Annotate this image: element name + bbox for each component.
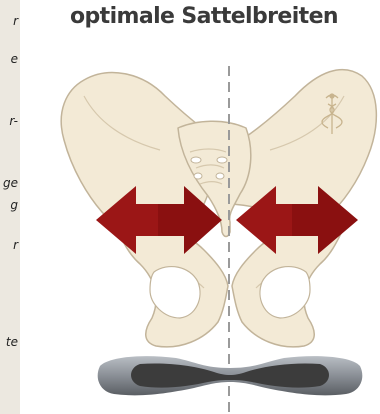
side-text-fragment: te: [6, 335, 18, 349]
side-text-fragment: r-: [9, 114, 18, 128]
side-text-fragment: g: [10, 198, 18, 212]
side-text-fragment: r: [13, 14, 18, 28]
side-text-fragment: ge: [3, 176, 18, 190]
side-text-panel: r e r- ge g r te: [0, 0, 20, 414]
side-text-fragment: r: [13, 238, 18, 252]
side-text-fragment: e: [11, 52, 18, 66]
pelvis-illustration: [20, 0, 380, 414]
page-title: optimale Sattelbreiten: [70, 2, 380, 32]
